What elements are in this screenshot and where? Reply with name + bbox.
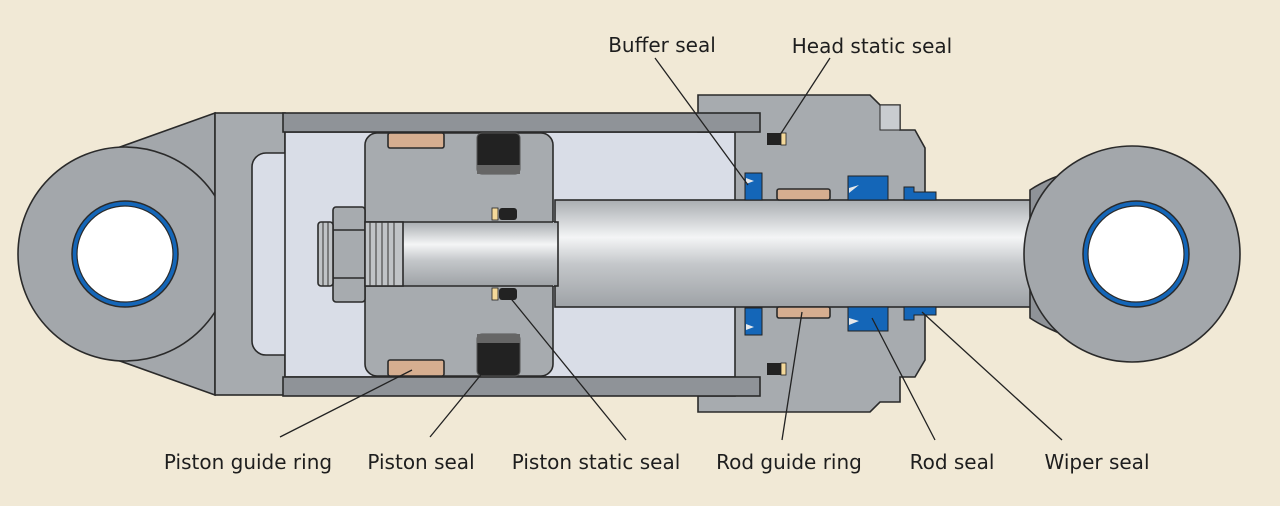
barrel-top bbox=[282, 112, 761, 133]
rod-guide-ring bbox=[776, 188, 831, 201]
piston-guide-ring bbox=[387, 132, 445, 149]
rod-seal bbox=[847, 306, 889, 332]
head-static-seal bbox=[767, 132, 787, 376]
piston-rod bbox=[554, 199, 1036, 308]
label-wiper-seal: Wiper seal bbox=[1044, 450, 1149, 474]
buffer-seal bbox=[744, 172, 763, 201]
label-piston-static-seal: Piston static seal bbox=[512, 450, 681, 474]
rod-seal bbox=[847, 175, 889, 201]
leader-lines bbox=[279, 57, 1063, 441]
label-piston-seal: Piston seal bbox=[367, 450, 474, 474]
buffer-seal bbox=[744, 307, 763, 336]
wiper-seal bbox=[903, 186, 937, 201]
piston-guide-ring bbox=[387, 359, 445, 377]
rod-seal-set bbox=[744, 172, 937, 336]
rod-eye bbox=[1023, 145, 1241, 363]
label-head-static-seal: Head static seal bbox=[792, 34, 952, 58]
label-buffer-seal: Buffer seal bbox=[608, 33, 716, 57]
piston-static-seal bbox=[499, 208, 517, 220]
label-piston-guide-ring: Piston guide ring bbox=[164, 450, 332, 474]
rod-guide-ring bbox=[776, 306, 831, 319]
label-rod-guide-ring: Rod guide ring bbox=[716, 450, 862, 474]
rear-clevis bbox=[17, 111, 309, 397]
wiper-seal bbox=[903, 306, 937, 321]
piston-static-seal bbox=[499, 288, 517, 300]
label-rod-seal: Rod seal bbox=[910, 450, 995, 474]
piston-nut bbox=[317, 206, 404, 303]
barrel-bottom bbox=[282, 376, 761, 397]
